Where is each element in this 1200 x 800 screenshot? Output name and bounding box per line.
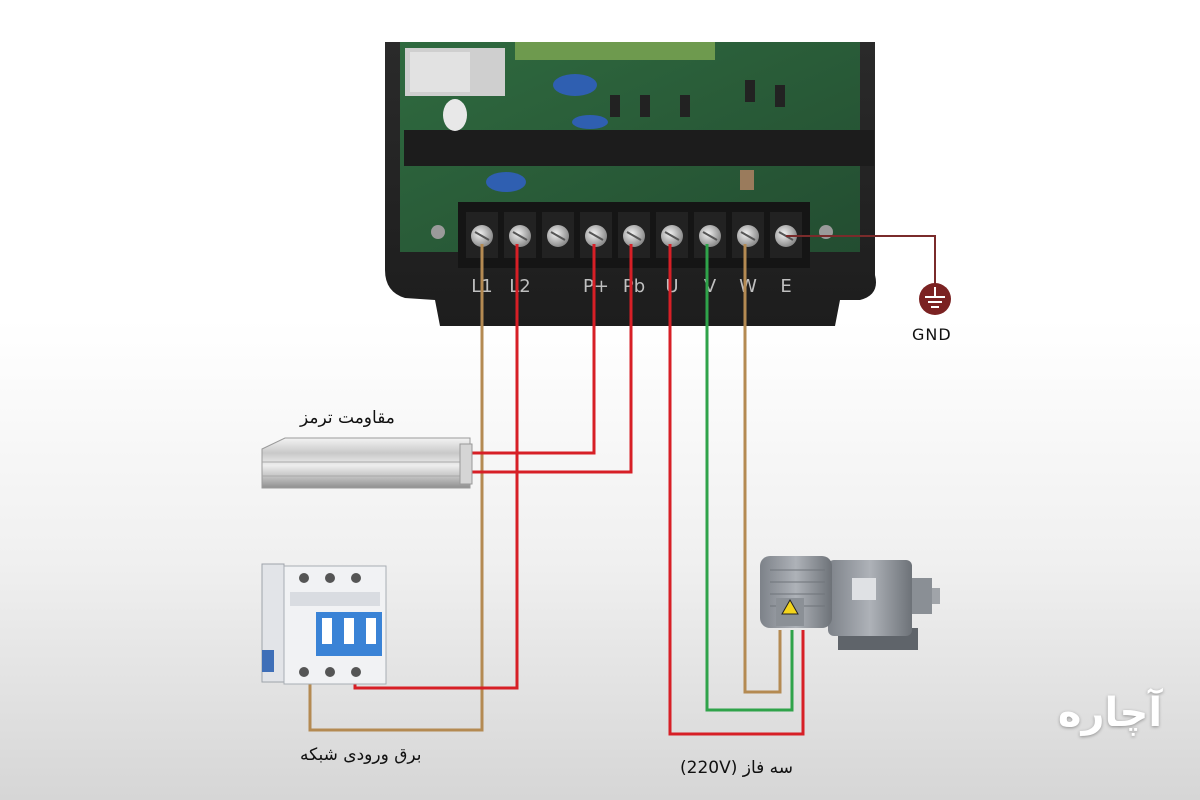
electric-motor (760, 556, 940, 650)
brake-resistor-label: مقاومت ترمز (300, 408, 395, 428)
ground-icon (919, 283, 951, 315)
gnd-label: GND (912, 325, 952, 344)
terminal-label: W (739, 276, 757, 297)
wire-v (705, 244, 794, 712)
plastic-bar (404, 130, 874, 166)
wire-pb (470, 244, 633, 474)
wire-pplus (470, 244, 596, 455)
wire-w (743, 244, 782, 694)
terminal-label: U (665, 276, 678, 297)
brand-logo-text: آچاره (1057, 690, 1163, 736)
terminal-label: E (780, 276, 791, 297)
header-connector (515, 42, 715, 60)
wire-u (668, 244, 805, 736)
circuit-breaker (261, 563, 387, 685)
brake-resistor (261, 437, 473, 489)
terminal-label: Pb (623, 276, 645, 297)
terminal-label: P+ (583, 276, 609, 297)
wires (308, 235, 936, 736)
wire-l1 (308, 244, 484, 732)
brand-logo: آچاره (1040, 690, 1180, 780)
terminal-label: L2 (509, 276, 530, 297)
wire-ground (786, 235, 936, 284)
mains-input-label: برق ورودی شبکه (300, 745, 422, 765)
three-phase-label: سه فاز (220V) (680, 758, 794, 778)
